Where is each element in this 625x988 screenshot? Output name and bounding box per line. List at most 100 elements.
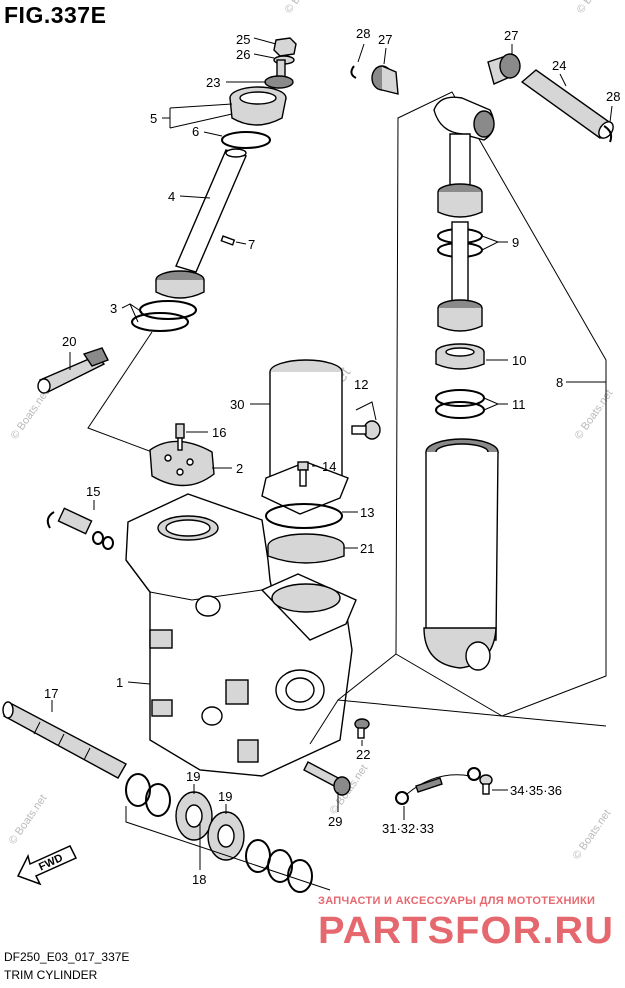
- callout-19b[interactable]: 19: [218, 789, 232, 804]
- part-20-valve[interactable]: [37, 347, 109, 394]
- dealer-logo[interactable]: PARTSFOR.RU: [318, 903, 618, 953]
- callout-13[interactable]: 13: [360, 505, 374, 520]
- callout-11[interactable]: 11: [512, 397, 526, 412]
- part-2-plate[interactable]: [149, 440, 215, 487]
- part-12-plug[interactable]: [351, 401, 381, 440]
- bushing-left-body: [381, 65, 399, 95]
- part-31-33-ground-wire[interactable]: [395, 767, 481, 805]
- leader-5: [162, 103, 233, 129]
- part-8-cylinder-body: [423, 438, 499, 671]
- rod-eye-neck: [449, 133, 471, 191]
- footer-section-title: TRIM CYLINDER: [4, 968, 98, 982]
- wire-sleeve: [415, 777, 443, 793]
- part-23-flange[interactable]: [264, 75, 294, 89]
- watermark-mid-right: © Boats.net: [573, 388, 616, 442]
- callout-14[interactable]: 14: [322, 459, 336, 474]
- ring-18-e: [287, 859, 313, 893]
- callout-7[interactable]: 7: [248, 237, 255, 252]
- callout-17[interactable]: 17: [44, 686, 58, 701]
- part-7-pin[interactable]: [220, 235, 236, 246]
- callout-19a[interactable]: 19: [186, 769, 200, 784]
- part-28-clip-left[interactable]: [350, 65, 357, 79]
- wire-lead: [406, 774, 471, 795]
- callout-31-32-33[interactable]: 31·32·33: [382, 821, 434, 836]
- figure-title: FIG.337E: [4, 2, 107, 28]
- callout-6[interactable]: 6: [192, 124, 199, 139]
- callout-34-35-36[interactable]: 34·35·36: [510, 783, 562, 798]
- callout-30[interactable]: 30: [230, 397, 244, 412]
- part-25-nut[interactable]: [273, 37, 297, 57]
- callout-29[interactable]: 29: [328, 814, 342, 829]
- callout-27b[interactable]: 27: [504, 28, 518, 43]
- callout-16[interactable]: 16: [212, 425, 226, 440]
- part-8-rod-eye: [433, 96, 495, 191]
- part-15-valve-set[interactable]: [46, 507, 114, 550]
- callout-2[interactable]: 2: [236, 461, 243, 476]
- callout-5[interactable]: 5: [150, 111, 157, 126]
- part-4-rod[interactable]: [175, 149, 247, 273]
- part-27-bushing-left[interactable]: [371, 65, 399, 95]
- callout-10[interactable]: 10: [512, 353, 526, 368]
- part-17-shaft-body: [2, 703, 127, 779]
- housing-lug-a: [149, 629, 173, 649]
- housing-right-bore: [271, 583, 341, 613]
- part-28-clip-right[interactable]: [603, 125, 613, 143]
- part-14-bolt[interactable]: [297, 461, 309, 487]
- ring-18-c: [245, 839, 271, 873]
- callout-23[interactable]: 23: [206, 75, 220, 90]
- part-8-guide-right: [501, 715, 607, 727]
- callout-18[interactable]: 18: [192, 872, 206, 887]
- part-2-plate-body: [149, 440, 215, 487]
- part-2-hole-a: [164, 454, 172, 462]
- part-30-reservoir[interactable]: [261, 359, 349, 515]
- leader-27a: [383, 47, 387, 65]
- callout-28a[interactable]: 28: [356, 26, 370, 41]
- callout-24[interactable]: 24: [552, 58, 566, 73]
- callout-26[interactable]: 26: [236, 47, 250, 62]
- leader-3: [121, 303, 143, 323]
- callout-8[interactable]: 8: [556, 375, 563, 390]
- fwd-arrow-shape: [16, 845, 78, 886]
- callout-27a[interactable]: 27: [378, 32, 392, 47]
- part-34-36-screw[interactable]: [479, 774, 493, 795]
- callout-20[interactable]: 20: [62, 334, 76, 349]
- housing-shaft-bore: [201, 706, 223, 726]
- part-24-pin[interactable]: [520, 69, 616, 141]
- part-22-screw[interactable]: [354, 718, 370, 739]
- callout-28b[interactable]: 28: [606, 89, 620, 104]
- callout-3[interactable]: 3: [110, 301, 117, 316]
- part-16-screw[interactable]: [175, 423, 185, 451]
- leader-4: [179, 195, 211, 199]
- part-3-oring-b[interactable]: [131, 312, 189, 332]
- leader-7: [235, 241, 247, 245]
- callout-22[interactable]: 22: [356, 747, 370, 762]
- part-1-housing[interactable]: [125, 493, 357, 777]
- callout-25[interactable]: 25: [236, 32, 250, 47]
- part-20-nut: [82, 347, 109, 367]
- part-8-guide-lines: [309, 653, 503, 745]
- leader-11: [483, 397, 508, 411]
- callout-12[interactable]: 12: [354, 377, 368, 392]
- part-10-seal-body: [435, 352, 485, 370]
- part-17-shaft[interactable]: [2, 701, 127, 779]
- callout-1[interactable]: 1: [116, 675, 123, 690]
- part-5-head-inner: [239, 91, 277, 105]
- part-13-oring[interactable]: [265, 503, 343, 529]
- callout-4[interactable]: 4: [168, 189, 175, 204]
- fwd-arrow: FWD: [16, 845, 78, 886]
- part-6-oring[interactable]: [221, 131, 271, 149]
- part-18-ring-set[interactable]: [125, 773, 313, 893]
- part-29-bolt[interactable]: [303, 761, 351, 796]
- part-15-ring-a: [92, 531, 104, 545]
- part-27-bushing-right[interactable]: [487, 53, 521, 85]
- part-11-ring-b[interactable]: [435, 401, 485, 419]
- housing-lug-b: [151, 699, 173, 717]
- leader-28a: [357, 43, 365, 63]
- part-5-head-body[interactable]: [229, 97, 287, 126]
- callout-21[interactable]: 21: [360, 541, 374, 556]
- part-3-oring-a[interactable]: [139, 300, 197, 320]
- part-10-seal-bore: [445, 347, 475, 357]
- callout-9[interactable]: 9: [512, 235, 519, 250]
- callout-15[interactable]: 15: [86, 484, 100, 499]
- part-14-shank: [299, 469, 307, 487]
